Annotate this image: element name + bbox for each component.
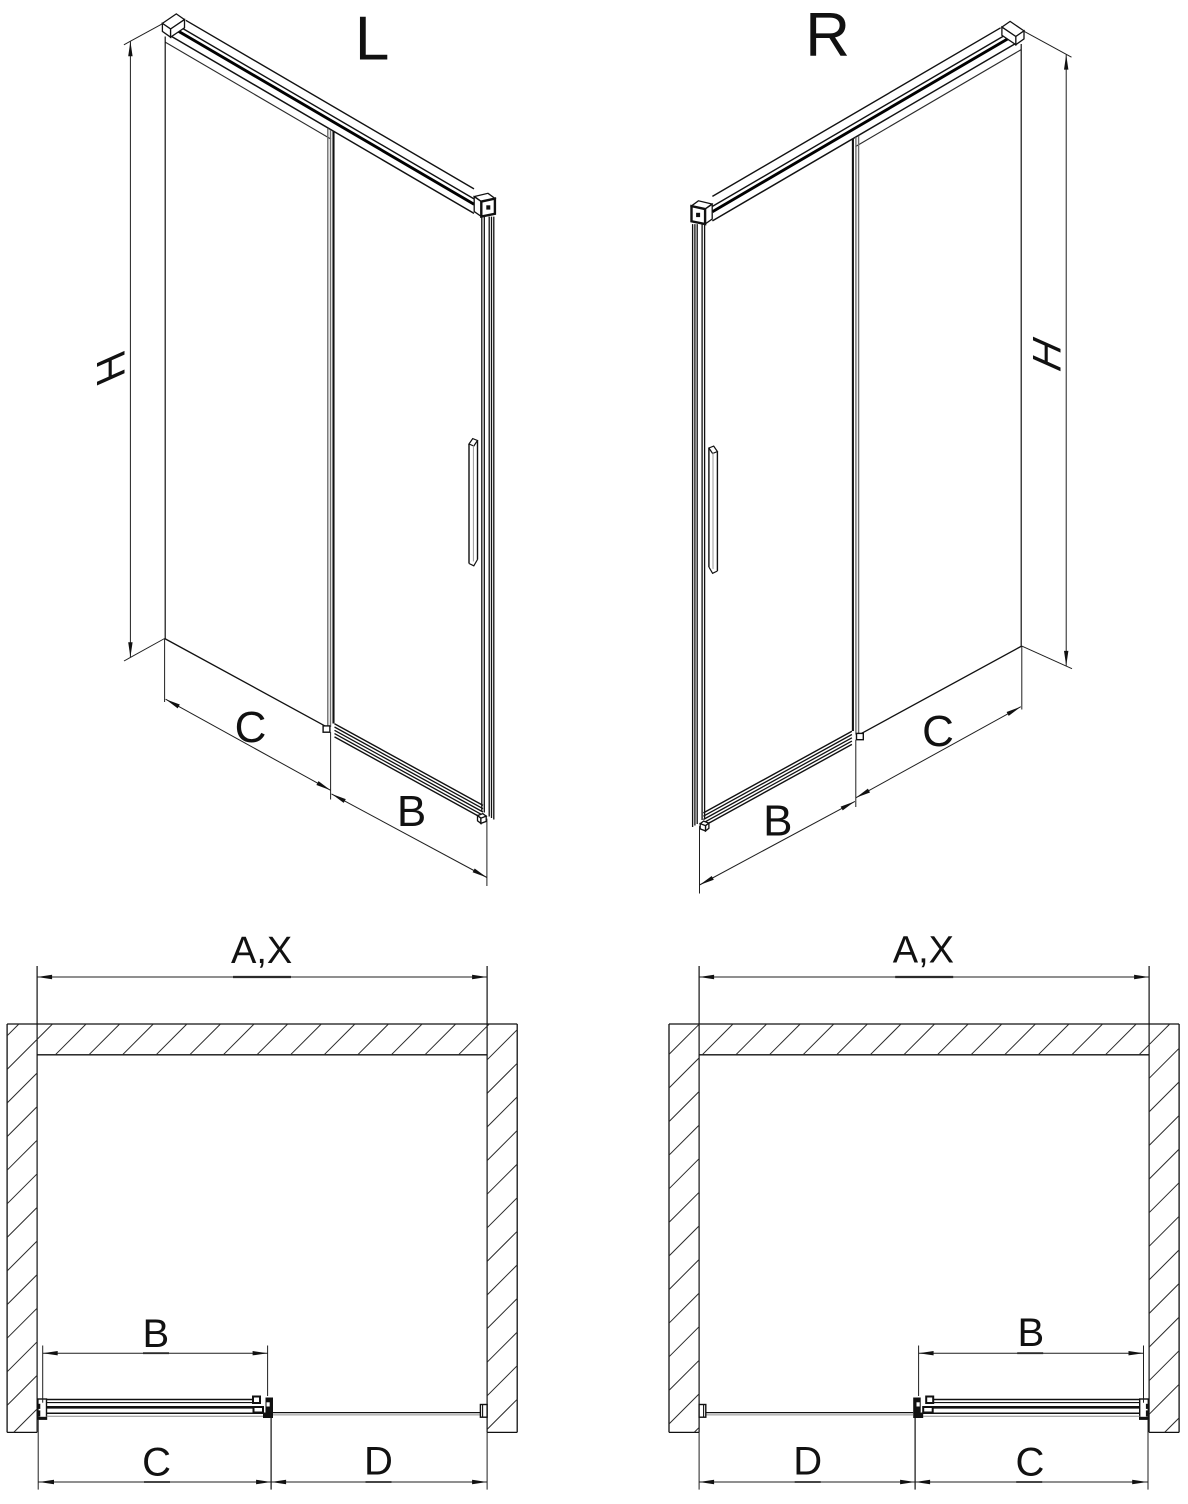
svg-text:B: B — [1018, 1311, 1045, 1355]
svg-text:C: C — [922, 707, 954, 756]
svg-text:B: B — [397, 787, 426, 836]
svg-text:D: D — [793, 1440, 822, 1484]
svg-text:B: B — [143, 1312, 170, 1356]
svg-text:A,X: A,X — [893, 929, 954, 971]
svg-text:A,X: A,X — [231, 930, 292, 972]
svg-text:R: R — [805, 1, 850, 70]
svg-text:D: D — [364, 1440, 393, 1484]
svg-text:C: C — [235, 703, 267, 752]
svg-text:B: B — [763, 797, 792, 846]
svg-text:L: L — [355, 4, 389, 73]
svg-text:C: C — [1015, 1441, 1044, 1485]
svg-text:C: C — [142, 1441, 171, 1485]
